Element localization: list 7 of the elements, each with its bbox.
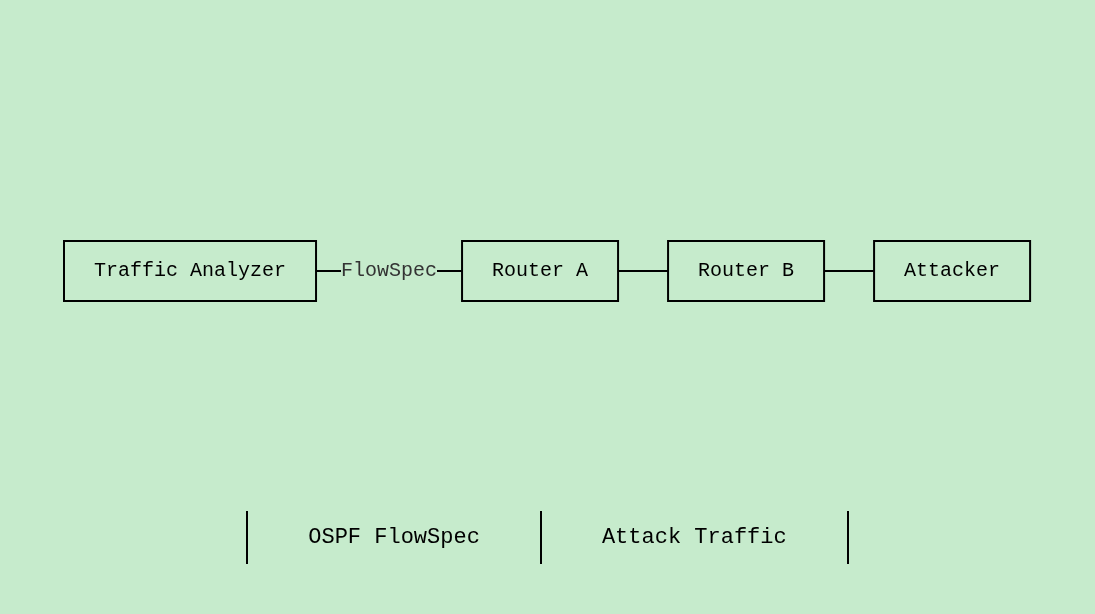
node-box: Router A — [461, 239, 620, 302]
node-box: Router B — [667, 239, 826, 302]
span-label: OSPF FlowSpec — [248, 510, 542, 564]
node-box: Traffic Analyzer — [63, 239, 318, 302]
edge-label: FlowSpec — [341, 258, 438, 282]
span-label: Attack Traffic — [541, 510, 849, 564]
node-box: Attacker — [873, 239, 1032, 302]
